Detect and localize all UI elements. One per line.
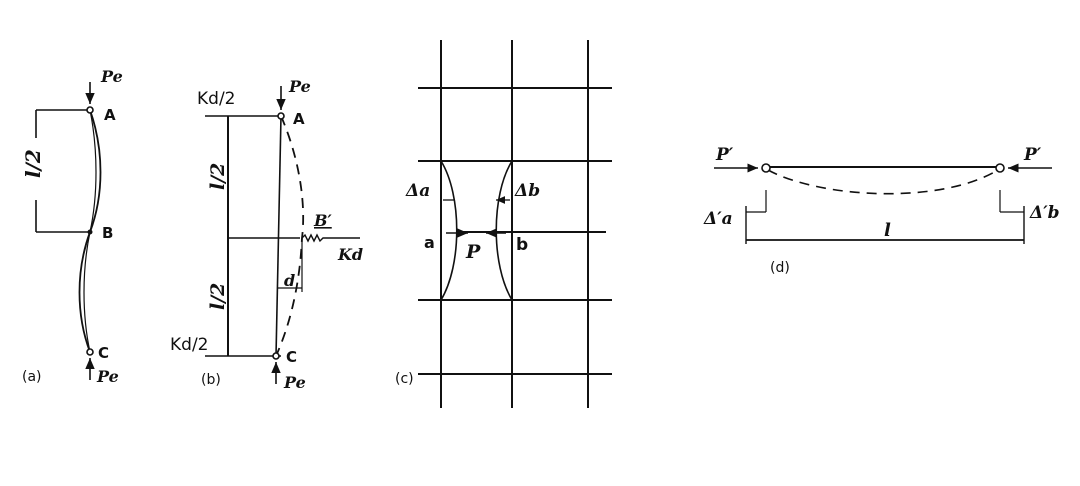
bowed-column-a [440, 160, 458, 301]
delta-right-label: Δ′b [1029, 203, 1060, 223]
joint-b [87, 229, 93, 235]
load-label-bottom: Pe [96, 367, 119, 386]
point-a-label: A [293, 110, 305, 128]
joint-c [86, 348, 94, 356]
pin-right [995, 163, 1005, 173]
bowed-column-b [495, 160, 513, 301]
reaction-label-top: Kd/2 [197, 89, 235, 109]
caption-c: (c) [395, 371, 414, 387]
joint-a [86, 106, 94, 114]
joint-a [277, 112, 285, 120]
dimension-label: l/2 [21, 149, 45, 178]
point-b-label: B [102, 224, 113, 242]
straight-column [275, 115, 282, 357]
deflection-label: d [284, 271, 295, 290]
figure-b: l/2 l/2 Pe Pe Kd/2 Kd/2 A C B′ Kd d (b) [170, 77, 363, 392]
caption-d: (d) [770, 260, 790, 276]
spring [301, 233, 338, 243]
joint-c [272, 352, 280, 360]
point-c-label: C [98, 344, 109, 362]
figure-c: Δa Δb a b P (c) [395, 40, 612, 408]
point-c-label: C [286, 348, 297, 366]
load-label-top: Pe [100, 67, 123, 86]
force-label-right: P′ [1023, 145, 1042, 165]
buckled-member [767, 169, 999, 195]
figure-d: P′ P′ Δ′a Δ′b l (d) [703, 145, 1060, 276]
force-label-left: P′ [715, 145, 734, 165]
dim-label-upper: l/2 [207, 163, 229, 190]
caption-b: (b) [201, 372, 221, 388]
dim-label-lower: l/2 [207, 283, 229, 310]
load-label-top: Pe [288, 77, 311, 96]
delta-left-label: Δ′a [703, 209, 733, 229]
force-label: P [465, 241, 481, 263]
load-label-bottom: Pe [283, 373, 306, 392]
caption-a: (a) [22, 369, 42, 385]
member-a-label: a [424, 233, 435, 252]
figure-a: l/2 Pe Pe A B C (a) [21, 67, 123, 386]
reaction-label-bottom: Kd/2 [170, 335, 208, 355]
displaced-point-label: B′ [313, 211, 333, 230]
pin-left [761, 163, 771, 173]
delta-b-label: Δb [514, 181, 540, 201]
delta-a-label: Δa [405, 181, 430, 201]
length-label: l [884, 220, 891, 241]
spring-label: Kd [337, 245, 363, 264]
member-b-label: b [516, 235, 528, 255]
point-a-label: A [104, 106, 116, 124]
